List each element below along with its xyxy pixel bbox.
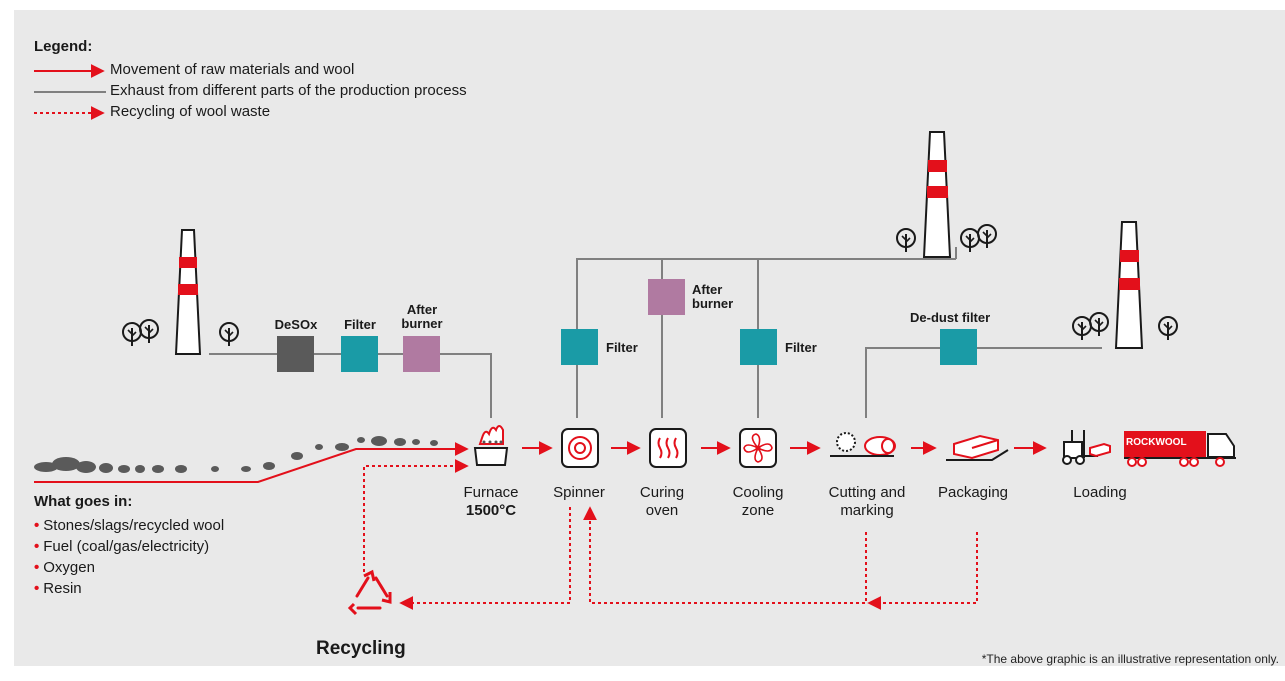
furnace-flame-icon bbox=[473, 425, 509, 466]
raw-materials-pile bbox=[34, 436, 438, 473]
forklift-icon bbox=[1062, 430, 1111, 465]
package-conveyor-icon bbox=[946, 434, 1009, 461]
legend-title: Legend: bbox=[34, 38, 93, 55]
after-burner-box-left bbox=[403, 336, 440, 372]
step-cooling-zone-label: Cooling zone bbox=[732, 484, 784, 519]
filter-label-spinner: Filter bbox=[606, 340, 638, 355]
curing-oven-icon bbox=[649, 428, 687, 468]
truck-brand-label: ROCKWOOL bbox=[1126, 437, 1187, 448]
legend-item-recycling: Recycling of wool waste bbox=[110, 103, 271, 120]
input-item: •Oxygen bbox=[34, 559, 95, 576]
input-item-text: Oxygen bbox=[43, 559, 95, 576]
input-item: •Fuel (coal/gas/electricity) bbox=[34, 538, 210, 555]
chimney-icon bbox=[174, 229, 202, 355]
tree-icon bbox=[1158, 316, 1178, 341]
legend-item-exhaust: Exhaust from different parts of the prod… bbox=[110, 82, 467, 99]
filter-box-left bbox=[341, 336, 378, 372]
dedust-filter-box bbox=[940, 329, 977, 365]
input-item: •Resin bbox=[34, 580, 82, 597]
furnace-temperature: 1500°C bbox=[465, 502, 517, 519]
input-item-text: Stones/slags/recycled wool bbox=[43, 517, 225, 534]
desox-label: DeSOx bbox=[274, 317, 318, 332]
tree-icon bbox=[122, 319, 159, 347]
saw-roll-icon bbox=[830, 432, 896, 457]
filter-label-left: Filter bbox=[344, 317, 376, 332]
filter-label-cooling: Filter bbox=[785, 340, 817, 355]
furnace-label: Furnace bbox=[463, 484, 519, 501]
tree-icon bbox=[896, 228, 916, 253]
tree-icon bbox=[960, 224, 997, 253]
after-burner-label-oven: After burner bbox=[692, 282, 734, 311]
dedust-filter-label: De-dust filter bbox=[910, 310, 991, 325]
inputs-title: What goes in: bbox=[34, 493, 133, 510]
step-spinner-label: Spinner bbox=[553, 484, 605, 501]
filter-box-spinner bbox=[561, 329, 598, 365]
cooling-fan-icon bbox=[739, 428, 777, 468]
step-furnace-label: Furnace 1500°C bbox=[436, 484, 546, 520]
after-burner-label-left: After burner bbox=[401, 302, 443, 331]
process-diagram bbox=[34, 64, 1236, 616]
recycling-label: Recycling bbox=[316, 638, 406, 659]
diagram-canvas: Legend: Movement of raw materials and wo… bbox=[14, 10, 1285, 666]
input-item-text: Resin bbox=[43, 580, 82, 597]
recycle-icon bbox=[347, 569, 392, 616]
raw-materials-arrow bbox=[34, 442, 469, 483]
tree-icon bbox=[219, 322, 239, 347]
input-item: •Stones/slags/recycled wool bbox=[34, 517, 225, 534]
truck-icon bbox=[1124, 431, 1236, 467]
spinner-icon bbox=[561, 428, 599, 468]
step-curing-oven-label: Curing oven bbox=[639, 484, 685, 519]
step-loading-label: Loading bbox=[1073, 484, 1127, 501]
desox-box bbox=[277, 336, 314, 372]
recycling-arrows bbox=[363, 459, 978, 610]
filter-box-cooling bbox=[740, 329, 777, 365]
chimney-icon bbox=[1114, 221, 1144, 349]
step-packaging-label: Packaging bbox=[937, 484, 1009, 501]
step-cutting-label: Cutting and marking bbox=[828, 484, 906, 519]
input-item-text: Fuel (coal/gas/electricity) bbox=[43, 538, 210, 555]
legend-item-raw-materials: Movement of raw materials and wool bbox=[110, 61, 355, 78]
chimney-icon bbox=[922, 131, 952, 258]
footnote: *The above graphic is an illustrative re… bbox=[981, 652, 1279, 666]
after-burner-box-oven bbox=[648, 279, 685, 315]
tree-icon bbox=[1072, 312, 1109, 341]
